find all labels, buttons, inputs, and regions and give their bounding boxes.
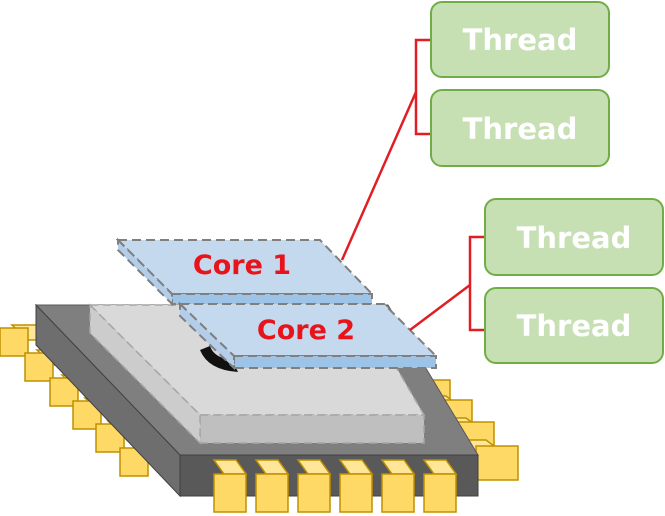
threads: Thread Thread Thread Thread: [430, 1, 664, 364]
pin: [254, 459, 290, 513]
pin: [457, 439, 519, 481]
die-front: [199, 414, 425, 444]
pin: [422, 459, 458, 513]
thread-label: Thread: [463, 112, 578, 146]
pin: [380, 459, 416, 513]
core-1-thread-2: Thread: [430, 89, 610, 167]
core-1-thread-connector: [340, 91, 418, 261]
thread-label: Thread: [517, 221, 632, 255]
pin: [338, 459, 374, 513]
core-1-label: Core 1: [193, 250, 291, 281]
core-2-front: [233, 355, 437, 369]
thread-label: Thread: [517, 309, 632, 343]
core-1: Core 1: [115, 237, 375, 307]
thread-label: Thread: [463, 23, 578, 57]
thermal-ring: [200, 346, 238, 372]
core-2-thread-1: Thread: [484, 198, 664, 276]
core-1-left: [117, 237, 173, 307]
core-1-front: [171, 293, 373, 305]
core-2-thread-2: Thread: [484, 287, 664, 364]
core-2-label: Core 2: [257, 315, 355, 346]
core-1-thread-bracket: [414, 38, 432, 136]
core-1-thread-1: Thread: [430, 1, 610, 78]
core-1-top: [115, 239, 375, 295]
pin: [296, 459, 332, 513]
core-2: Core 2: [177, 301, 439, 371]
die-left: [89, 303, 201, 445]
connectors: [340, 38, 486, 332]
core-2-thread-bracket: [468, 235, 486, 332]
pin: [212, 459, 248, 513]
core-2-thread-connector: [409, 284, 471, 331]
bottom-pins: [212, 459, 458, 513]
core-2-left: [179, 301, 235, 371]
chip-body-left: [35, 303, 181, 498]
